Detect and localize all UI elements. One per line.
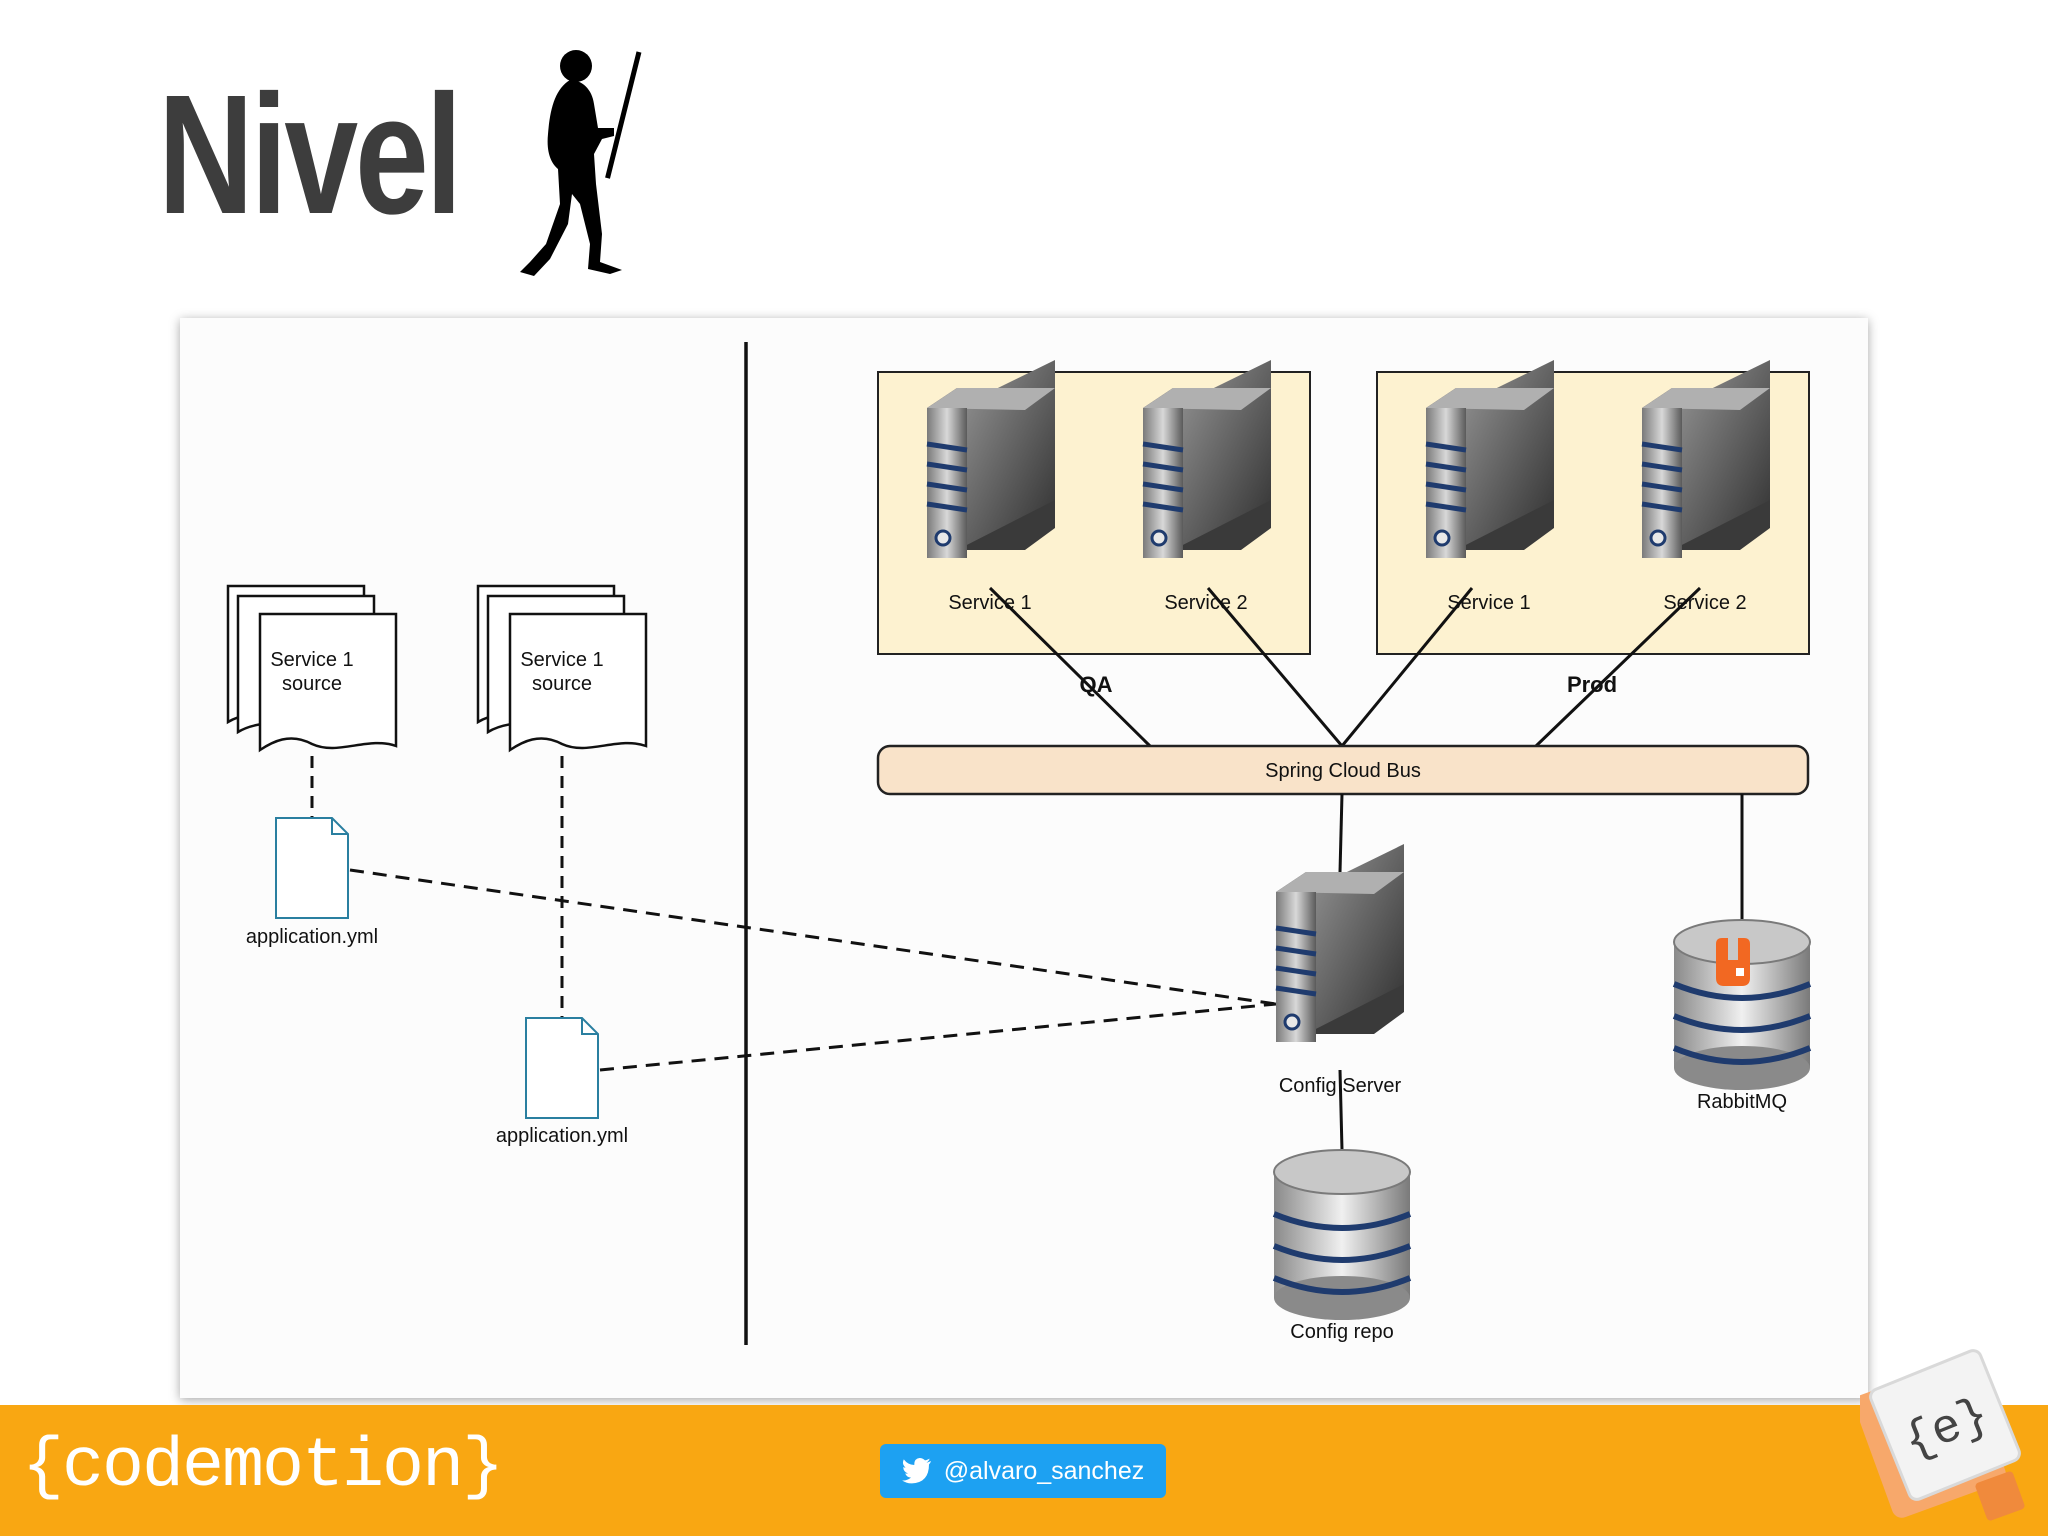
source-1-line1: Service 1 <box>270 649 353 671</box>
config-server-icon <box>1276 844 1404 1042</box>
link-prod-s2-bus <box>1534 586 1702 748</box>
dash-file1-config <box>349 868 1277 1006</box>
caveman-icon <box>520 50 642 276</box>
twitter-handle-text: @alvaro_sanchez <box>943 1456 1145 1485</box>
twitter-handle-badge[interactable]: @alvaro_sanchez <box>880 1444 1166 1498</box>
qa-service-2-label: Service 2 <box>1164 592 1247 614</box>
source-2-line1: Service 1 <box>520 649 603 671</box>
rabbitmq-logo-icon <box>1716 938 1750 986</box>
twitter-bird-icon <box>901 1458 931 1484</box>
dash-file2-config <box>599 1002 1277 1072</box>
env-label-prod: Prod <box>1567 672 1617 697</box>
file-2-label: application.yml <box>496 1125 628 1147</box>
codemotion-e-logo-icon: {e} <box>1860 1349 2025 1521</box>
prod-service-1-label: Service 1 <box>1447 592 1530 614</box>
spring-cloud-bus <box>876 744 1810 796</box>
link-qa-s1-bus <box>988 586 1152 748</box>
config-repo-label: Config repo <box>1290 1321 1393 1343</box>
slide-title: Nivel <box>158 60 462 250</box>
link-config-repo <box>1338 1069 1344 1151</box>
application-yml-icon <box>275 817 349 919</box>
database-icon <box>1274 1150 1410 1320</box>
env-label-qa: QA <box>1080 672 1113 697</box>
link-bus-config <box>1338 793 1344 873</box>
link-qa-s2-bus <box>1206 587 1344 747</box>
application-yml-icon <box>525 1017 599 1119</box>
rabbitmq-label: RabbitMQ <box>1697 1091 1787 1113</box>
codemotion-brand: {codemotion} <box>22 1428 504 1507</box>
qa-service-1-label: Service 1 <box>948 592 1031 614</box>
prod-service-2-label: Service 2 <box>1663 592 1746 614</box>
bus-label: Spring Cloud Bus <box>1265 760 1421 782</box>
source-1-line2: source <box>282 673 342 695</box>
link-prod-s1-bus <box>1340 587 1474 747</box>
source-2-line2: source <box>532 673 592 695</box>
file-1-label: application.yml <box>246 926 378 948</box>
